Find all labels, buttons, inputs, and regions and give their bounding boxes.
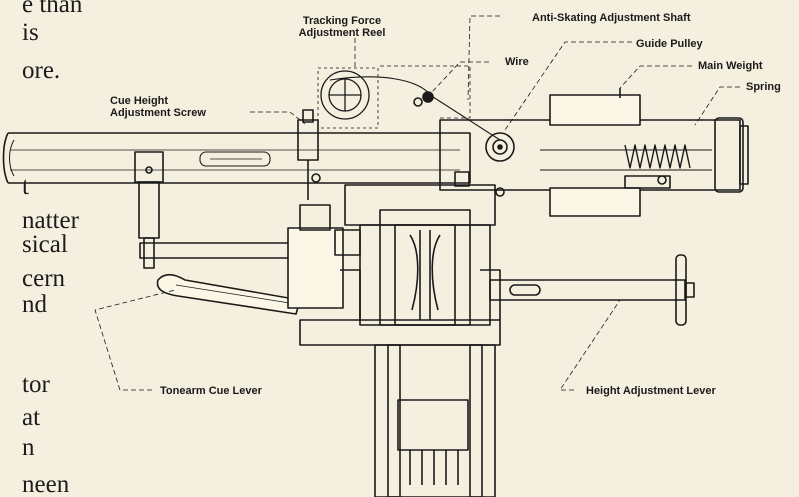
cue-lever-handle xyxy=(156,273,301,315)
body-text-fragment: natter xyxy=(22,207,79,234)
tracking-force-reel xyxy=(317,67,379,129)
label-tonearm-cue-lever: Tonearm Cue Lever xyxy=(160,385,262,397)
inner-slot xyxy=(199,151,271,167)
label-height-adjustment-lever: Height Adjustment Lever xyxy=(586,385,716,397)
leader-height-adjustment xyxy=(559,299,621,391)
lower-shaft xyxy=(374,344,496,497)
label-guide-pulley: Guide Pulley xyxy=(636,38,703,50)
body-text-fragment: tor xyxy=(22,371,50,398)
body-text-fragment: neen xyxy=(22,471,70,497)
body-text-fragment: cern xyxy=(22,265,66,292)
label-spring: Spring xyxy=(746,81,781,93)
label-tracking-force: Tracking Force Adjustment Reel xyxy=(298,15,386,39)
cue-mechanism-block xyxy=(287,227,344,309)
label-wire: Wire xyxy=(505,56,529,68)
arm-tube xyxy=(2,132,471,184)
cue-height-screw xyxy=(297,109,319,200)
cue-post xyxy=(134,151,164,269)
body-text-fragment: at xyxy=(22,404,41,431)
base-flange xyxy=(299,319,501,346)
label-anti-skating: Anti-Skating Adjustment Shaft xyxy=(532,12,691,24)
label-cue-height: Cue Height Adjustment Screw xyxy=(110,95,206,119)
body-text-fragment: e than xyxy=(22,0,83,18)
leader-wire xyxy=(431,61,489,93)
height-adjustment-lever xyxy=(489,254,695,326)
main-weight-block xyxy=(549,94,641,126)
rear-housing xyxy=(439,117,749,193)
leader-main-weight xyxy=(619,65,692,89)
leader-guide-pulley xyxy=(504,41,632,131)
body-text-fragment: nd xyxy=(22,291,47,318)
body-text-fragment: n xyxy=(22,434,35,461)
body-text-fragment: is xyxy=(22,19,39,46)
leader-tonearm-cue xyxy=(94,289,176,391)
body-text-fragment: t xyxy=(22,173,29,200)
leader-cue-height xyxy=(250,111,306,125)
pivot-column xyxy=(344,184,496,326)
body-text-fragment: sical xyxy=(22,231,68,258)
leader-anti-skating xyxy=(467,15,500,101)
wire xyxy=(329,76,501,141)
label-main-weight: Main Weight xyxy=(698,60,763,72)
main-spring xyxy=(624,144,691,169)
body-text-fragment: ore. xyxy=(22,57,61,84)
leader-spring xyxy=(694,86,740,126)
guide-pulley xyxy=(485,132,515,162)
